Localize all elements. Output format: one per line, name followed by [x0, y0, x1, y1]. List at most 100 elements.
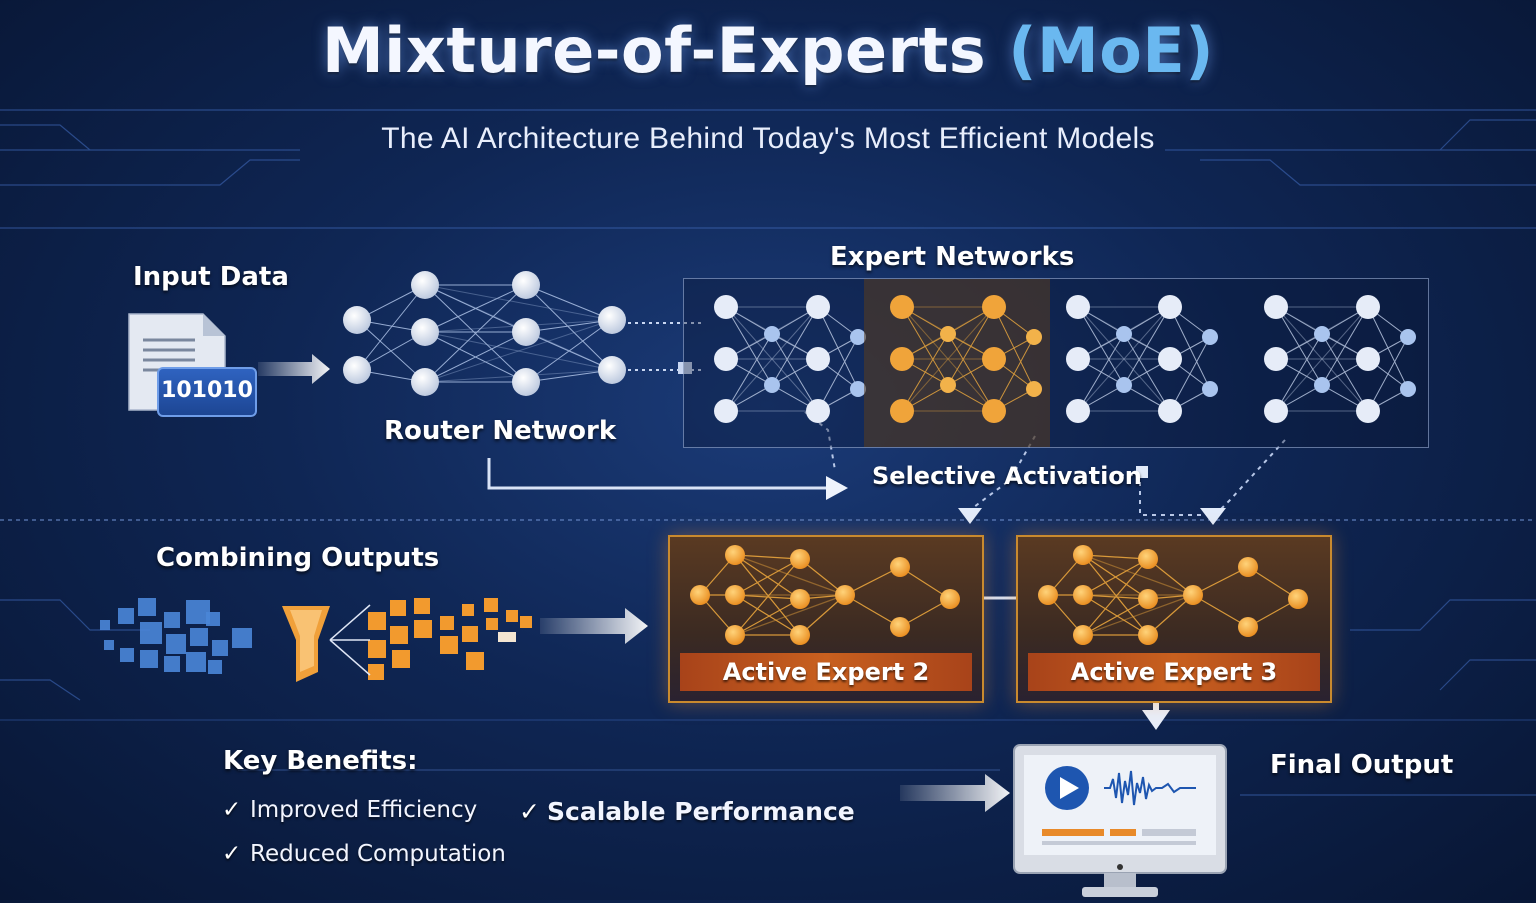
- network-node: [1073, 585, 1093, 605]
- data-block: [208, 660, 222, 674]
- data-block: [118, 608, 134, 624]
- arrow-icon: [540, 608, 648, 644]
- title-main: Mixture-of-Experts: [321, 14, 987, 87]
- network-node: [790, 589, 810, 609]
- data-block: [138, 598, 156, 616]
- network-node: [714, 347, 738, 371]
- network-node: [1202, 381, 1218, 397]
- network-node: [790, 625, 810, 645]
- expert-networks-label: Expert Networks: [830, 242, 1075, 272]
- network-node: [725, 625, 745, 645]
- network-node: [806, 347, 830, 371]
- network-node: [1400, 381, 1416, 397]
- neural-network-icon: [890, 295, 1042, 423]
- data-block: [390, 626, 408, 644]
- network-node: [850, 329, 866, 345]
- data-block: [462, 626, 478, 642]
- monitor-icon: [1013, 744, 1227, 897]
- network-node: [725, 545, 745, 565]
- circuit-decoration: [0, 109, 1536, 796]
- benefit-item: ✓Reduced Computation: [222, 841, 506, 867]
- network-node: [982, 295, 1006, 319]
- network-node: [1138, 589, 1158, 609]
- data-block: [190, 628, 208, 646]
- data-block: [484, 598, 498, 612]
- network-node: [835, 585, 855, 605]
- data-block: [120, 648, 134, 662]
- network-node: [764, 326, 780, 342]
- data-block: [232, 628, 252, 648]
- data-block: [506, 610, 518, 622]
- data-block: [414, 598, 430, 614]
- router-network-icon: [356, 284, 613, 383]
- network-node: [512, 318, 540, 346]
- network-node: [1314, 326, 1330, 342]
- network-node: [343, 356, 371, 384]
- data-block: [206, 612, 220, 626]
- arrow-icon: [258, 354, 330, 384]
- network-node: [598, 356, 626, 384]
- active-expert-2-label: Active Expert 2: [680, 653, 972, 691]
- expert-network-1: [688, 279, 874, 447]
- data-block: [466, 652, 484, 670]
- network-node: [764, 377, 780, 393]
- network-node: [806, 295, 830, 319]
- neural-network-icon: [690, 545, 960, 645]
- data-block: [520, 616, 532, 628]
- neural-network-icon: [1264, 295, 1416, 423]
- title-accent: (MoE): [1008, 14, 1215, 87]
- network-node: [1202, 329, 1218, 345]
- network-node: [512, 271, 540, 299]
- network-node: [982, 347, 1006, 371]
- network-node: [1158, 295, 1182, 319]
- network-node: [1158, 399, 1182, 423]
- network-node: [1138, 625, 1158, 645]
- neural-network-icon: [1066, 295, 1218, 423]
- router-network-label: Router Network: [384, 416, 617, 446]
- check-icon: ✓: [519, 797, 540, 826]
- check-icon: ✓: [222, 841, 242, 867]
- network-node: [1264, 295, 1288, 319]
- benefit-item: ✓Improved Efficiency: [222, 797, 478, 823]
- network-node: [714, 295, 738, 319]
- final-output-label: Final Output: [1270, 750, 1454, 780]
- network-node: [512, 368, 540, 396]
- network-node: [1066, 347, 1090, 371]
- expert-network-4: [1238, 279, 1424, 447]
- data-blocks: [100, 598, 532, 680]
- waveform-icon: [1104, 770, 1196, 806]
- network-node: [411, 368, 439, 396]
- funnel-icon: [282, 606, 330, 682]
- network-node: [890, 617, 910, 637]
- check-icon: ✓: [222, 797, 242, 823]
- network-node: [1264, 399, 1288, 423]
- network-node: [1073, 625, 1093, 645]
- data-block: [164, 656, 180, 672]
- network-node: [1288, 589, 1308, 609]
- network-node: [1116, 326, 1132, 342]
- data-block: [140, 650, 158, 668]
- page-subtitle: The AI Architecture Behind Today's Most …: [381, 122, 1155, 155]
- network-node: [790, 549, 810, 569]
- network-node: [1073, 545, 1093, 565]
- network-node: [850, 381, 866, 397]
- data-block: [390, 600, 406, 616]
- network-node: [940, 377, 956, 393]
- network-node: [1066, 399, 1090, 423]
- network-node: [1238, 557, 1258, 577]
- data-block: [392, 650, 410, 668]
- active-expert-3-label: Active Expert 3: [1028, 653, 1320, 691]
- network-node: [1400, 329, 1416, 345]
- data-block: [100, 620, 110, 630]
- binary-data-badge: 101010: [157, 367, 257, 417]
- router-to-experts-connector: [628, 322, 705, 371]
- network-node: [598, 306, 626, 334]
- network-node: [690, 585, 710, 605]
- network-node: [982, 399, 1006, 423]
- data-block: [486, 618, 498, 630]
- data-block: [368, 640, 386, 658]
- network-node: [890, 295, 914, 319]
- network-node: [1026, 329, 1042, 345]
- network-node: [1356, 295, 1380, 319]
